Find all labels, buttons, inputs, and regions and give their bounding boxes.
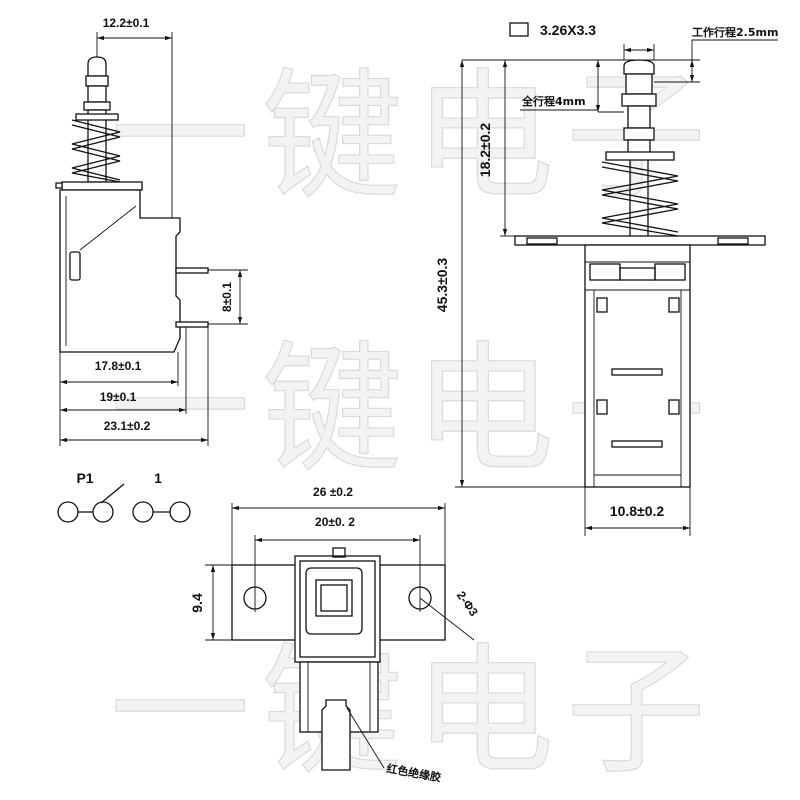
spring-coil-back [71, 124, 121, 183]
top-plate [61, 181, 143, 191]
contact-circle [57, 501, 79, 523]
spring-top-collar [605, 151, 675, 161]
plunger-collar [621, 93, 657, 107]
terminal [321, 699, 351, 771]
plunger-shaft [627, 105, 651, 129]
flange-tab-left [526, 237, 558, 245]
plunger-stem [87, 109, 107, 183]
contact-square [596, 297, 608, 313]
housing-outer [294, 555, 381, 663]
button-square-outer [315, 579, 353, 617]
body-inner-slant [79, 205, 137, 251]
spring-coil-front [71, 119, 121, 181]
mounting-hole-right [408, 586, 432, 610]
leader-line [419, 597, 475, 641]
switch-body [584, 244, 691, 488]
front-view: 3.26X3.3 工作行程2.5mm 全行程4mm 18.2±0.2 45. [434, 22, 778, 536]
schematic-label-p1: P1 [76, 470, 93, 486]
plunger-cap [623, 59, 655, 75]
plunger-flange [623, 127, 655, 141]
side-view: 12.2±0.1 8±0.1 17.8±0.1 19±0.1 23.1±0.2 [55, 16, 248, 446]
flange-tab-right [717, 237, 749, 245]
terminal-pin-lower [175, 321, 209, 328]
button-size-symbol [509, 22, 529, 37]
button-socket [305, 567, 363, 635]
bottom-view: 26 ±0.2 20±0. 2 9.4 2-Φ3 红 [189, 485, 481, 785]
housing-top-tab [332, 547, 346, 558]
flange-width-label: 26 ±0.2 [313, 485, 353, 499]
button-square-inner [320, 584, 348, 612]
contact-circle [132, 501, 154, 523]
contact-square [668, 399, 680, 415]
dim-body-label: 17.8±0.1 [95, 359, 142, 373]
switch-lever [100, 483, 125, 504]
body-width-label: 10.8±0.2 [610, 503, 665, 519]
contact-circle [92, 501, 114, 523]
dim-body-pins-label: 19±0.1 [100, 390, 137, 404]
mounting-hole-left [243, 586, 267, 610]
full-stroke-label: 全行程4mm [521, 94, 586, 108]
switch-schematic: P1 1 [57, 470, 191, 523]
plunger-flange [83, 101, 111, 111]
plunger-shaft [625, 73, 653, 95]
spring-coil-back [601, 166, 679, 237]
hole-callout-label: 2-Φ3 [454, 589, 481, 620]
spring-top-collar [75, 113, 119, 121]
contact-bar [611, 440, 663, 448]
flange-height-label: 9.4 [189, 593, 205, 613]
dim-plunger-label: 12.2±0.1 [103, 16, 150, 30]
body-window [69, 251, 81, 281]
contact-bridge [619, 267, 656, 281]
button-size-label: 3.26X3.3 [540, 22, 596, 38]
plunger-cap [87, 56, 107, 77]
contact-square [668, 297, 680, 313]
plunger-collar [85, 75, 109, 87]
leader-line [346, 707, 385, 769]
schematic-label-1: 1 [154, 470, 162, 486]
watermark-row-3: 一键电子 [110, 631, 718, 794]
work-stroke-label: 工作行程2.5mm [692, 25, 778, 39]
terminal-pin-upper [175, 267, 209, 274]
plunger-shaft [87, 85, 107, 103]
plunger-height-label: 18.2±0.2 [477, 123, 493, 178]
contact-square [596, 399, 608, 415]
housing-inner [299, 560, 376, 658]
leader-line [691, 39, 778, 60]
contact-bar [611, 368, 663, 376]
top-plate-ear [55, 182, 63, 189]
total-height-label: 45.3±0.3 [434, 258, 450, 313]
dim-pin-spacing-label: 8±0.1 [220, 282, 234, 312]
watermark-row-1: 一键电子 [110, 56, 718, 219]
switch-body [59, 189, 181, 353]
dim-overall-label: 23.1±0.2 [104, 419, 151, 433]
hole-spacing-label: 20±0. 2 [315, 515, 355, 529]
contact-circle [169, 501, 191, 523]
